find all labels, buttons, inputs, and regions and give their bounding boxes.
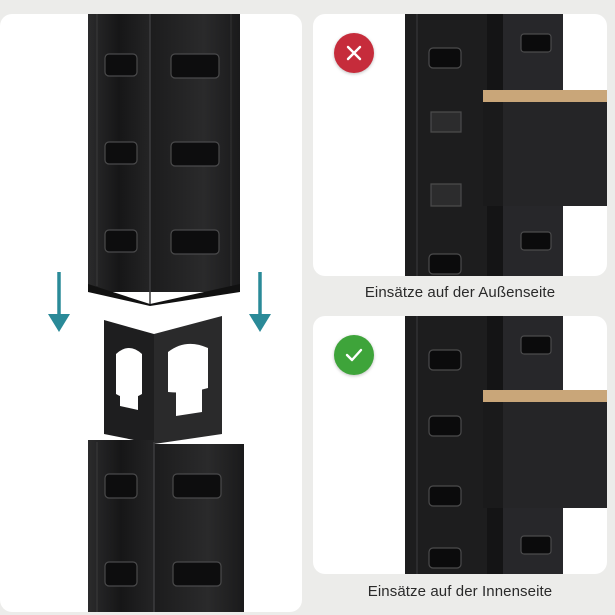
outside-inserts-illustration bbox=[405, 14, 607, 276]
caption-inside: Einsätze auf der Innenseite bbox=[367, 583, 553, 600]
upright-assembly-illustration bbox=[48, 14, 271, 612]
connector-insert bbox=[104, 316, 222, 444]
inside-inserts-illustration bbox=[405, 316, 607, 574]
wrong-example-panel bbox=[313, 14, 607, 276]
check-icon bbox=[334, 335, 374, 375]
caption-outside: Einsätze auf der Außenseite bbox=[364, 284, 556, 301]
lower-upright bbox=[88, 440, 244, 612]
assembly-panel bbox=[0, 14, 302, 612]
close-icon bbox=[334, 33, 374, 73]
down-arrow-icon bbox=[48, 272, 70, 332]
upper-upright bbox=[88, 14, 240, 306]
down-arrow-icon bbox=[249, 272, 271, 332]
